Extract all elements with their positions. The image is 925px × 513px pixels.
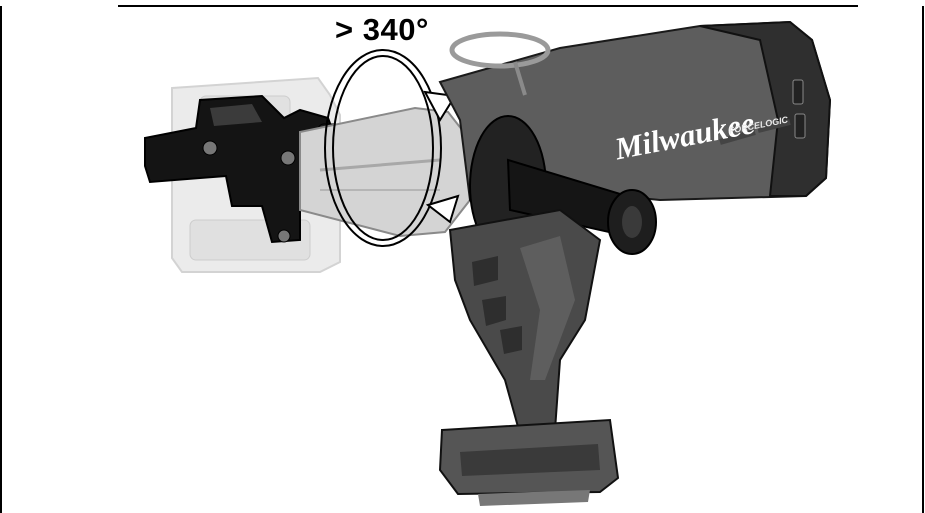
rotation-arrow-icon <box>324 49 460 247</box>
pistol-grip <box>448 208 602 436</box>
battery-mount <box>438 418 620 506</box>
hanging-ring <box>449 31 551 96</box>
rotation-label: > 340° <box>335 12 429 47</box>
